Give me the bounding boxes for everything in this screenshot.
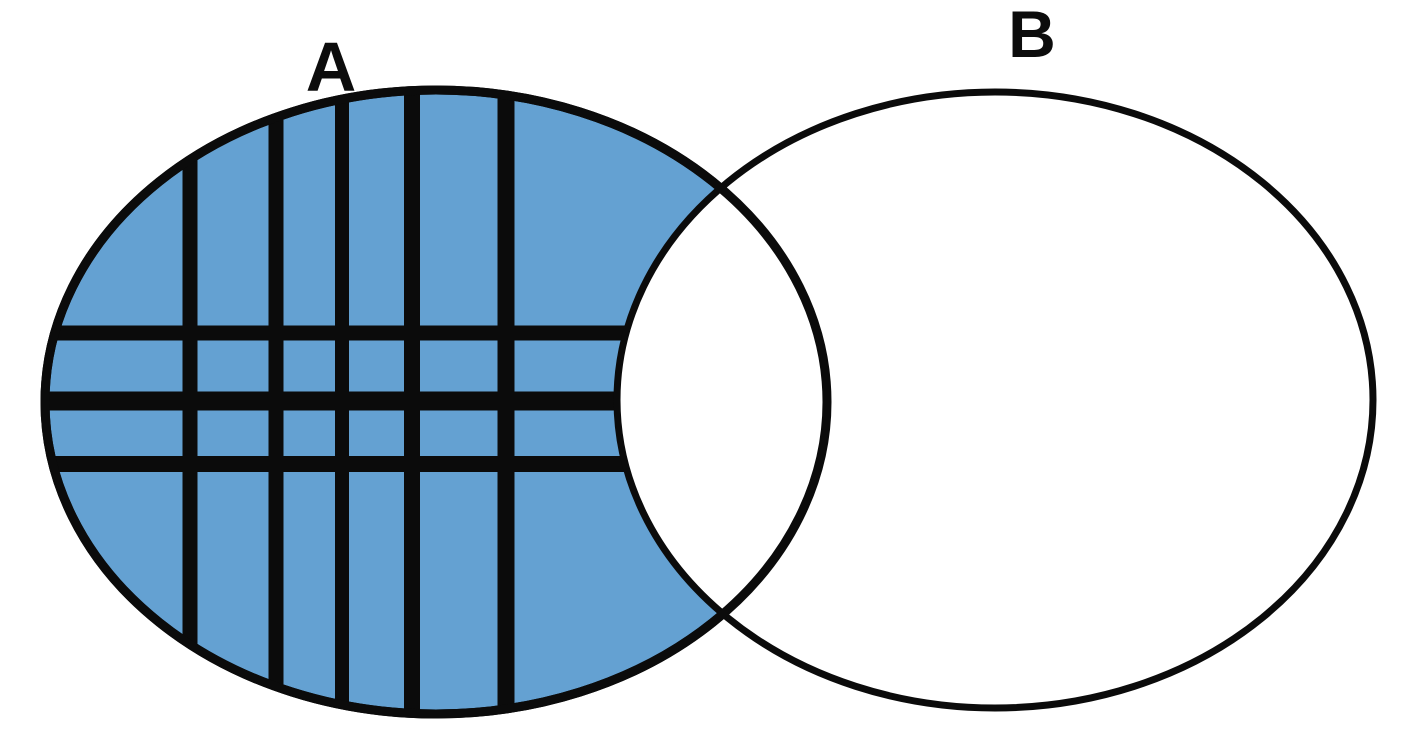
set-a-ellipse-outline <box>40 85 832 719</box>
hatch-horizontal-bar <box>45 391 655 411</box>
set-a-label: A <box>306 28 357 106</box>
set-b-ellipse <box>613 88 1377 712</box>
hatch-horizontal-bar <box>45 456 655 472</box>
hatch-horizontal-bar <box>45 325 655 341</box>
set-a-hatch-grid <box>45 90 655 714</box>
set-b-label: B <box>1008 0 1056 71</box>
